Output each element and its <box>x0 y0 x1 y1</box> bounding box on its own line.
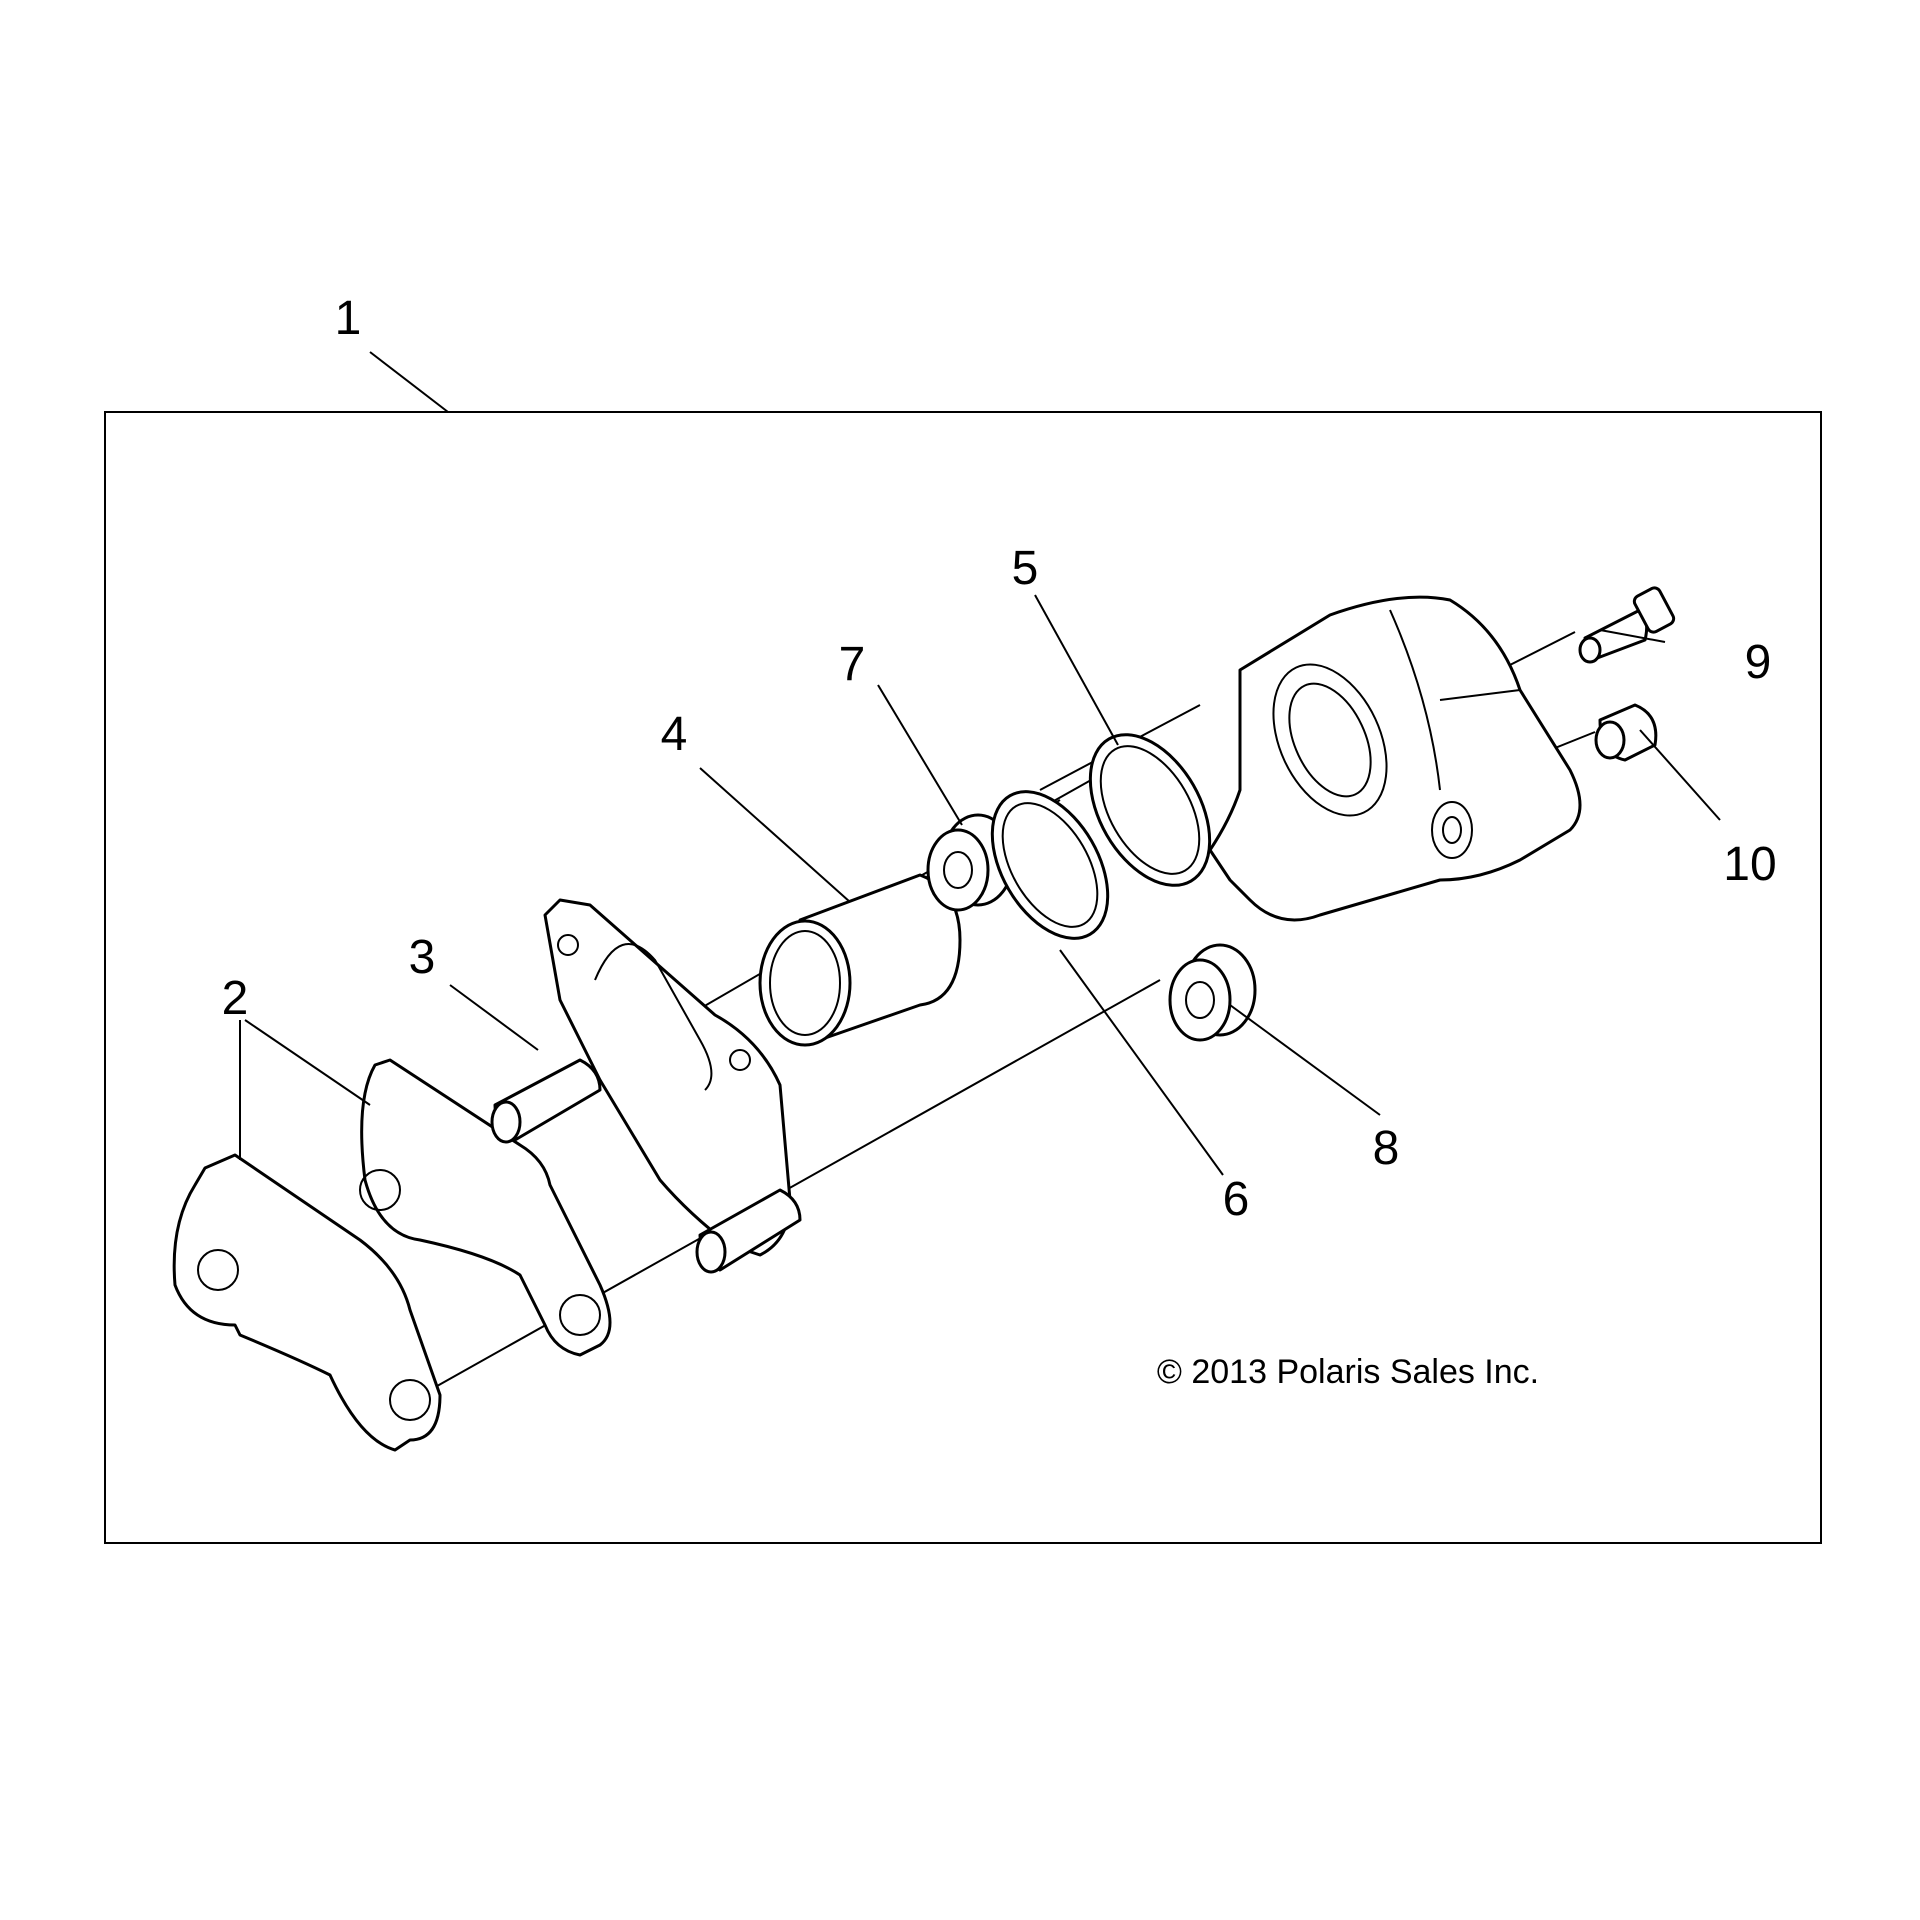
callout-6: 6 <box>1223 1173 1250 1226</box>
callout-4: 4 <box>661 708 688 761</box>
callout-10: 10 <box>1723 838 1776 891</box>
brake-pads <box>172 1058 612 1452</box>
callout-9: 9 <box>1745 636 1772 689</box>
callout-3: 3 <box>409 931 436 984</box>
callout-2: 2 <box>222 972 249 1025</box>
callout-5: 5 <box>1012 542 1039 595</box>
piston <box>758 873 962 1047</box>
bleeder-screw <box>1578 586 1676 664</box>
bleeder-cap <box>1594 703 1658 762</box>
callout-1: 1 <box>335 292 362 345</box>
caliper-bracket <box>490 898 802 1274</box>
callout-7: 7 <box>839 638 866 691</box>
boots <box>926 813 1257 1042</box>
copyright-text: © 2013 Polaris Sales Inc. <box>1157 1353 1539 1391</box>
leader-lines <box>239 351 1721 1176</box>
callout-labels: 1 2 3 4 5 6 7 8 9 10 <box>222 292 1777 1226</box>
callout-8: 8 <box>1373 1122 1400 1175</box>
caliper-body <box>1208 595 1582 922</box>
seals <box>990 733 1212 940</box>
kit-frame <box>104 411 1822 1544</box>
